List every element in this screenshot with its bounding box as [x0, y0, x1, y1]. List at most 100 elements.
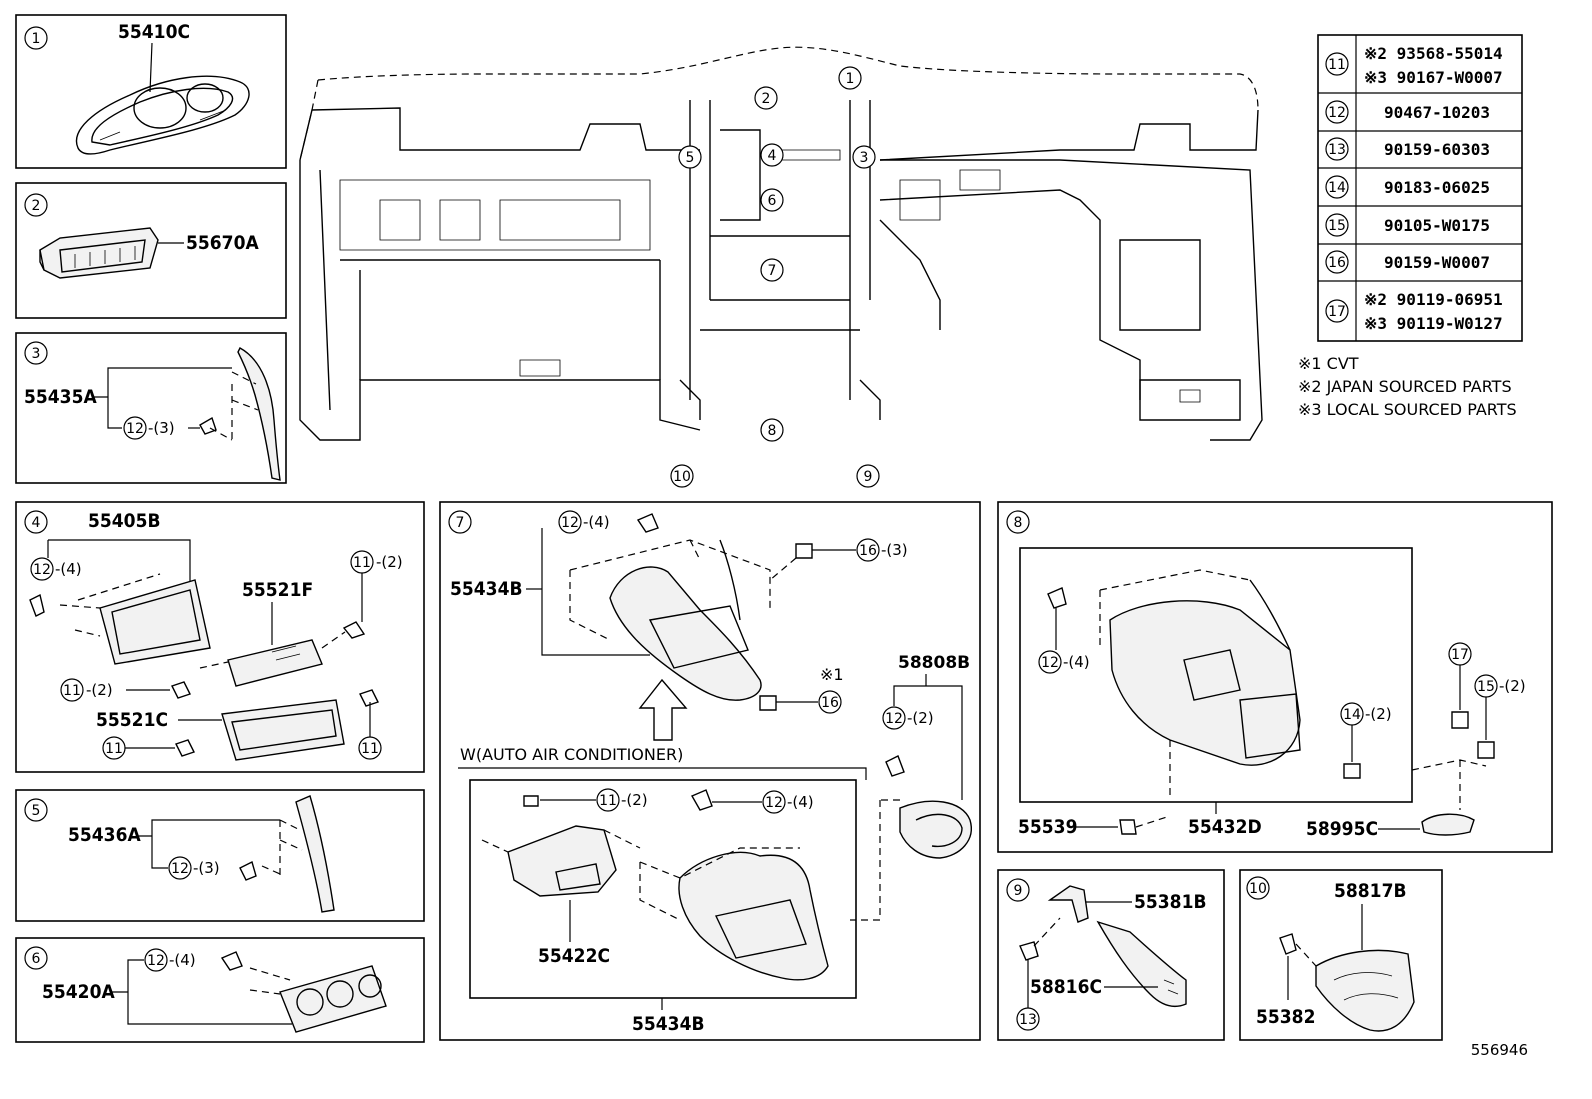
center-callout-1: 1: [846, 71, 855, 87]
panel-7-note-cvt: ※1: [820, 665, 844, 684]
panel-7-sub-d-qty: -(2): [907, 709, 934, 727]
center-callouts: 1 2 3 4 5 6 7 8 9 10: [670, 66, 880, 488]
panel-1: 1 55410C: [15, 14, 287, 169]
panel-9-sub-number: 13: [1019, 1012, 1037, 1028]
center-callout-4: 4: [768, 148, 777, 164]
panel-4-s11a-number: 11: [353, 555, 371, 571]
trim-panel-part: [1096, 920, 1187, 1008]
auto-ac-bracket-part: [481, 825, 641, 897]
panel-3-number: 3: [32, 346, 41, 362]
panel-7-sub-a-qty: -(4): [583, 513, 610, 531]
part-55670A-label: 55670A: [186, 232, 259, 254]
panel-8-sub-a-number: 12: [1041, 655, 1059, 671]
panel-7-sub-c-number: 16: [821, 695, 839, 711]
panel-2-number: 2: [32, 198, 41, 214]
part-55434B-top-label: 55434B: [450, 578, 523, 600]
panel-8-sub-d-qty: -(2): [1499, 677, 1526, 695]
center-callout-2: 2: [762, 91, 771, 107]
table-row-15-number: 15: [1328, 218, 1346, 234]
panel-9: 9 55381B 58816C 13: [997, 869, 1225, 1041]
panel-5-sub-qty: -(3): [193, 859, 220, 877]
center-callout-9: 9: [864, 469, 873, 485]
panel-3-sub-number: 12: [126, 421, 144, 437]
shift-lever-cover-part: [850, 799, 972, 921]
part-55422C-label: 55422C: [538, 945, 610, 967]
panel-4-s11c-number: 11: [105, 741, 123, 757]
part-55382-label: 55382: [1256, 1006, 1315, 1028]
air-vent-part: [39, 227, 159, 279]
center-cluster-bezel-part: [59, 573, 211, 665]
panel-6-number: 6: [32, 951, 41, 967]
panel-4: 4 55405B 12 -(4) 55521F 11 -(2) 11 -(2) …: [15, 501, 425, 773]
pocket-part: [221, 699, 345, 761]
panel-7-sub-a-number: 12: [561, 515, 579, 531]
table-row-11-number: 11: [1328, 57, 1346, 73]
panel-7-auto-ac-label: W(AUTO AIR CONDITIONER): [460, 745, 683, 764]
center-callout-10: 10: [673, 469, 691, 485]
panel-9-number: 9: [1014, 883, 1023, 899]
center-callout-7: 7: [768, 263, 777, 279]
note-3: ※3 LOCAL SOURCED PARTS: [1298, 400, 1517, 419]
table-row-17-line-2: ※3 90119-W0127: [1364, 314, 1503, 333]
part-58808B-label: 58808B: [898, 653, 970, 673]
table-row-14-number: 14: [1328, 180, 1346, 196]
part-55435A-label: 55435A: [24, 386, 97, 408]
table-row-11-line-2: ※3 90167-W0007: [1364, 68, 1503, 87]
panel-5: 5 55436A 12 -(3): [15, 789, 425, 922]
table-row-13-number: 13: [1328, 142, 1346, 158]
panel-8-sub-c-number: 17: [1451, 647, 1469, 663]
table-row-17-line-1: ※2 90119-06951: [1364, 290, 1503, 309]
audio-bracket-part: [199, 631, 346, 687]
heater-control-panel-part: [249, 965, 387, 1033]
table-row-11-line-1: ※2 93568-55014: [1364, 44, 1503, 63]
panel-7-sub-b-qty: -(3): [881, 541, 908, 559]
notes: ※1 CVT ※2 JAPAN SOURCED PARTS ※3 LOCAL S…: [1298, 354, 1517, 419]
part-55420A-label: 55420A: [42, 981, 115, 1003]
instrument-cluster-hood-part: [75, 75, 250, 155]
panel-10-number: 10: [1249, 881, 1267, 897]
part-58995C-label: 58995C: [1306, 818, 1378, 840]
panel-7-sub-f-qty: -(4): [787, 793, 814, 811]
part-55521C-label: 55521C: [96, 709, 168, 731]
part-55521F-label: 55521F: [242, 579, 313, 601]
console-panel-part: [569, 539, 771, 701]
panel-7-sub-b-number: 16: [859, 543, 877, 559]
panel-7-sub-f-number: 12: [765, 795, 783, 811]
side-garnish-part: [261, 795, 335, 913]
center-callout-5: 5: [686, 150, 695, 166]
panel-8-sub-a-qty: -(4): [1063, 653, 1090, 671]
panel-7-number: 7: [456, 515, 465, 531]
panel-7: 7 12 -(4) 55434B 16 -(3) ※1 16 58808B 12: [439, 501, 981, 1041]
part-55434B-bottom-label: 55434B: [632, 1013, 705, 1035]
panel-10: 10 58817B 55382: [1239, 869, 1443, 1041]
part-55436A-label: 55436A: [68, 824, 141, 846]
panel-3: 3 55435A 12 -(3): [15, 332, 287, 484]
side-garnish-part: [199, 347, 281, 481]
center-callout-3: 3: [860, 150, 869, 166]
panel-5-number: 5: [32, 803, 41, 819]
table-row-17-number: 17: [1328, 304, 1346, 320]
part-55539-label: 55539: [1018, 816, 1077, 838]
panel-6: 6 55420A 12 -(4): [15, 937, 425, 1043]
part-58817B-label: 58817B: [1334, 880, 1407, 902]
panel-8-sub-d-number: 15: [1477, 679, 1495, 695]
fastener-table: 11 ※2 93568-55014 ※3 90167-W0007 12 9046…: [1317, 34, 1523, 342]
note-1: ※1 CVT: [1298, 354, 1359, 373]
panel-7-sub-e-qty: -(2): [621, 791, 648, 809]
part-58816C-label: 58816C: [1030, 976, 1102, 998]
panel-6-sub-qty: -(4): [169, 951, 196, 969]
panel-5-sub-number: 12: [171, 861, 189, 877]
auto-ac-console-panel-part: [639, 847, 829, 981]
direction-arrow: [638, 678, 688, 741]
panel-4-s11a-qty: -(2): [376, 553, 403, 571]
panel-7-sub-d-number: 12: [885, 711, 903, 727]
part-55405B-label: 55405B: [88, 510, 161, 532]
table-row-15-line-1: 90105-W0175: [1384, 216, 1490, 235]
panel-6-sub-number: 12: [147, 953, 165, 969]
panel-7-sub-e-number: 11: [599, 793, 617, 809]
panel-4-number: 4: [32, 515, 41, 531]
note-2: ※2 JAPAN SOURCED PARTS: [1298, 377, 1512, 396]
panel-8: 8 12 -(4) 14 -(2) 17 15 -(2) 55539: [997, 501, 1553, 853]
panel-3-sub-qty: -(3): [148, 419, 175, 437]
